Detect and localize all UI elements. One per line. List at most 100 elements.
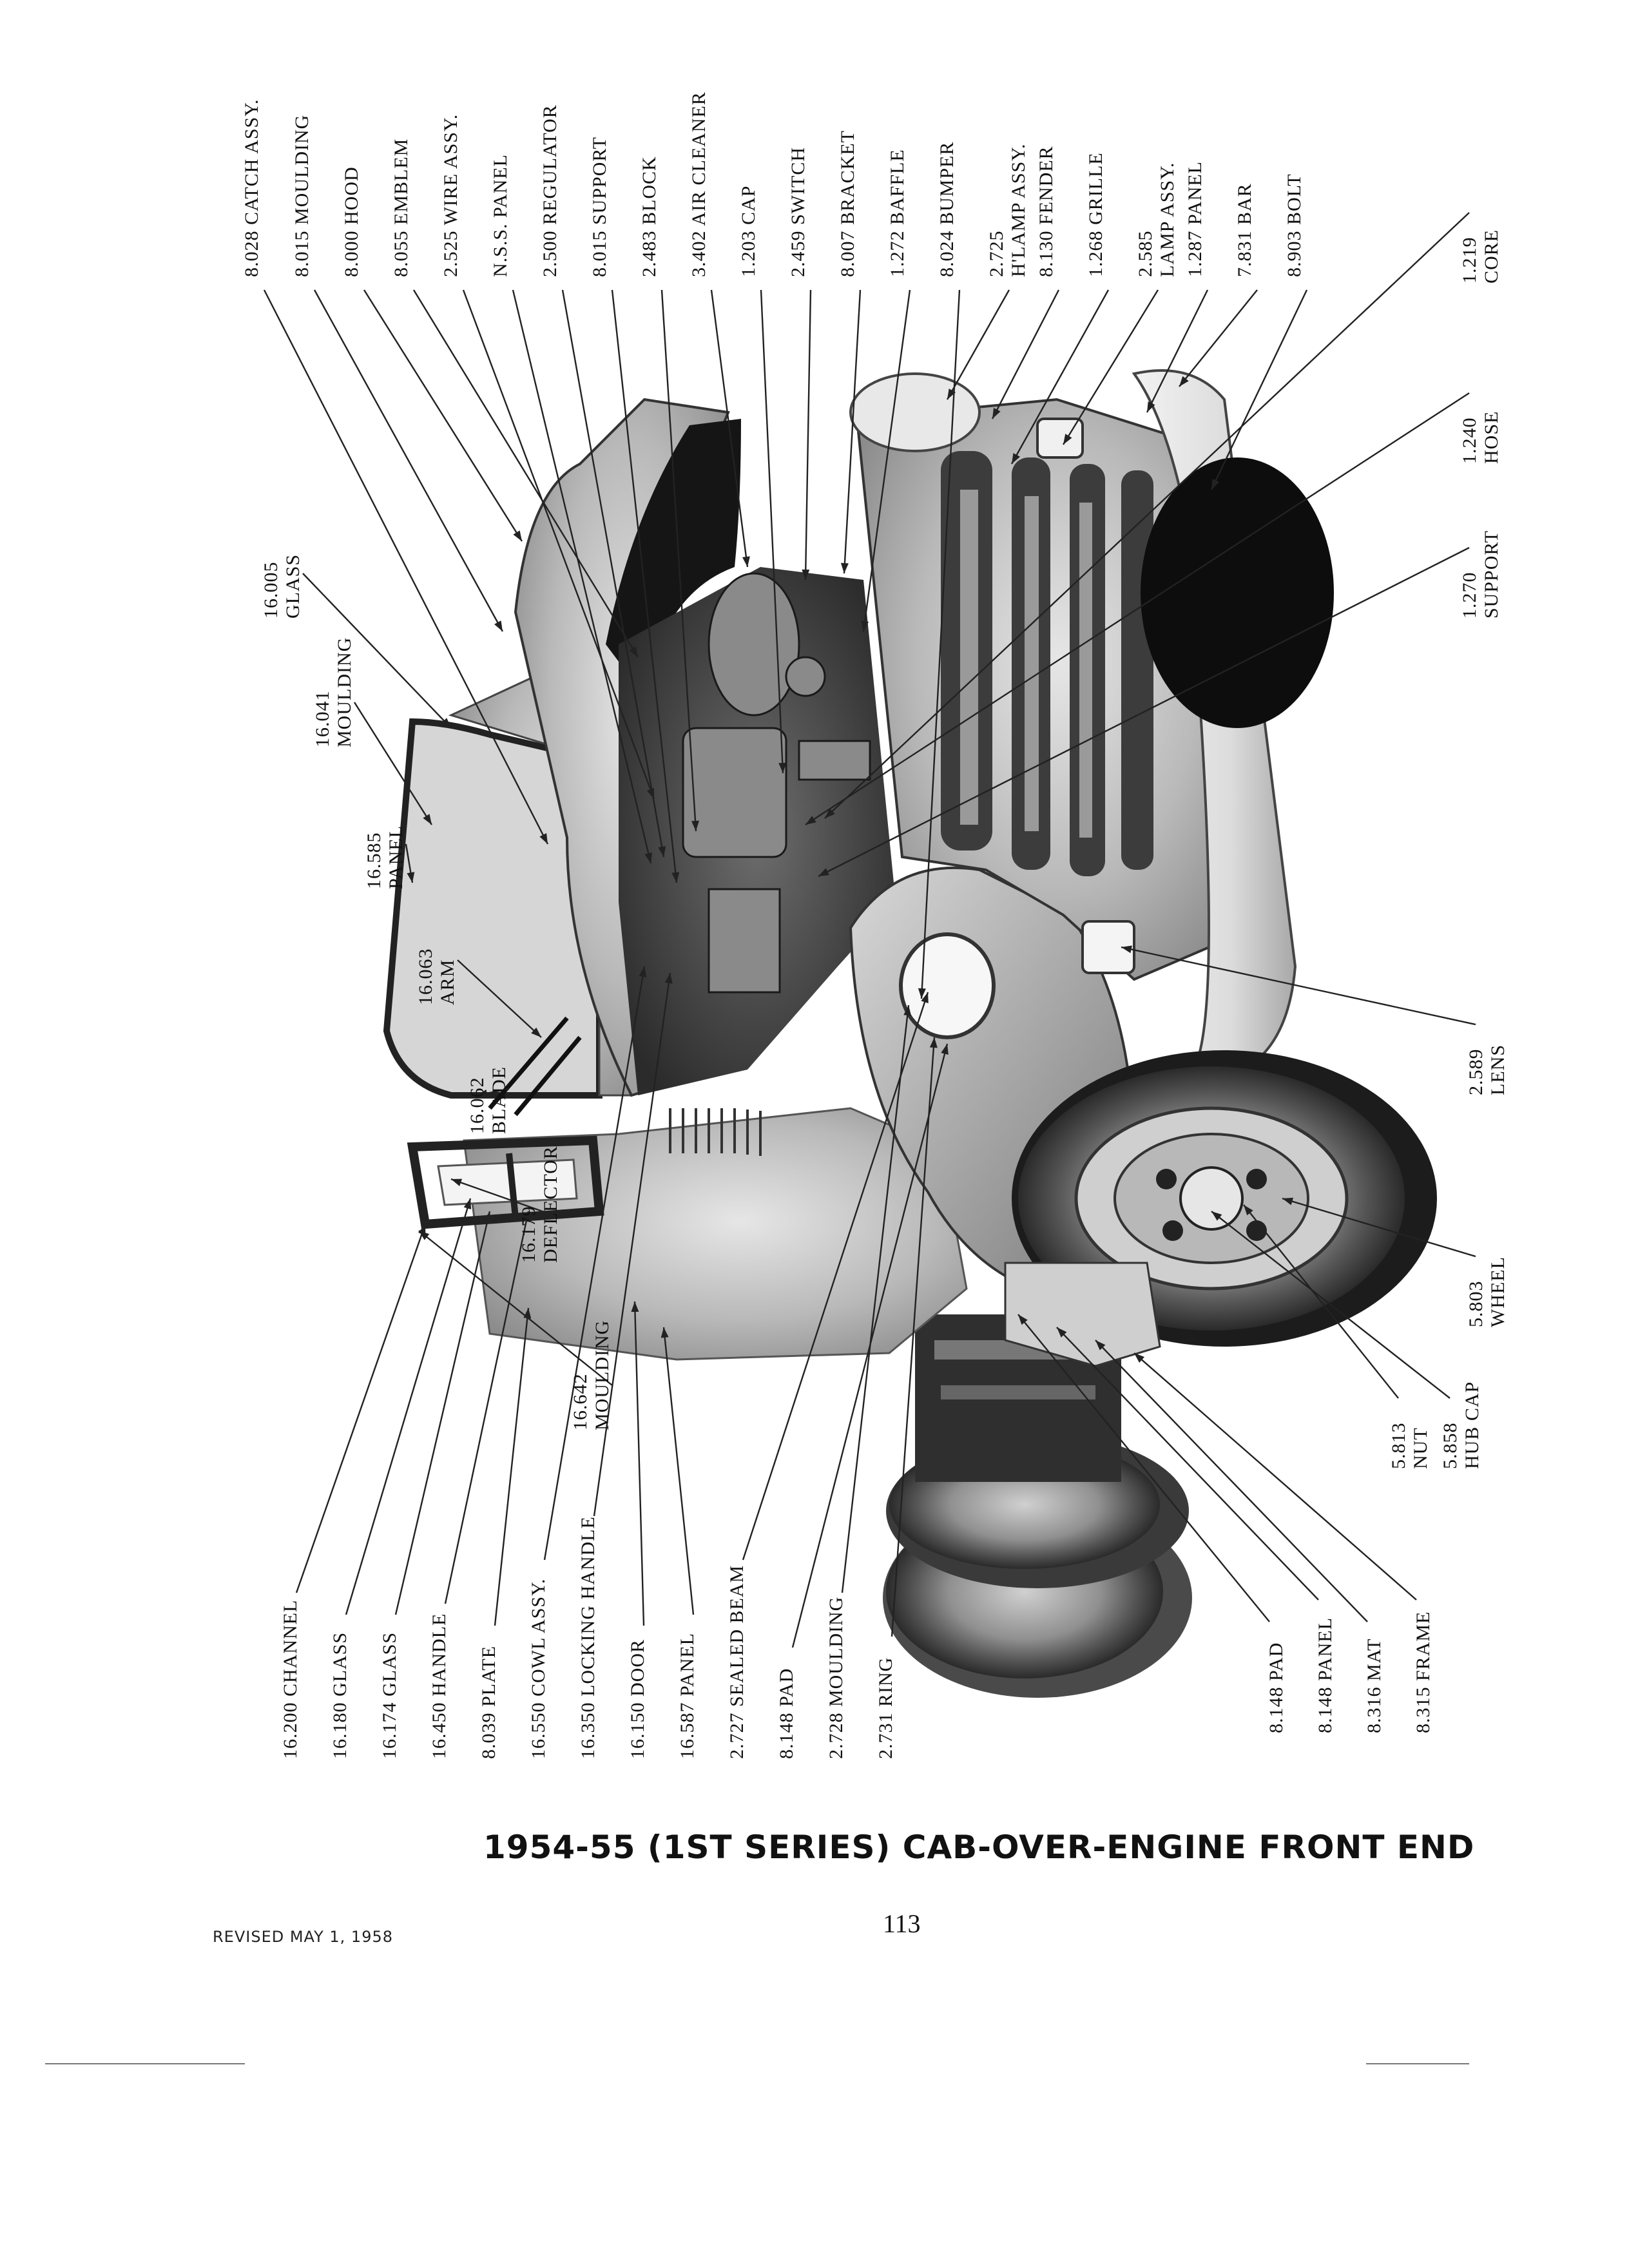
top-leader-13-arrowhead	[840, 562, 849, 573]
top-leader-7-arrowhead	[658, 846, 666, 857]
right-label-5-line-2: WHEEL	[1487, 1256, 1509, 1327]
right-leader-7-arrowhead	[1211, 1211, 1222, 1221]
left-label-7-line-2: MOULDING	[592, 1320, 613, 1430]
top-label-19-line-1: 2.585	[1135, 231, 1156, 278]
right-leader-4-arrowhead	[1121, 945, 1132, 954]
top-leader-12	[804, 289, 812, 581]
top-leader-6-arrowhead	[644, 852, 653, 863]
truck-illustration	[383, 369, 1437, 1698]
bottom-label-2: 16.180 GLASS	[329, 1632, 351, 1759]
bottom-right-leader-2-arrowhead	[1057, 1327, 1067, 1338]
top-leader-1-arrowhead	[539, 833, 548, 844]
bottom-leader-10-arrowhead	[921, 992, 929, 1004]
bottom-right-leader-4-arrowhead	[1134, 1353, 1144, 1363]
right-label-5-line-1: 5.803	[1465, 1281, 1487, 1328]
top-label-14: 1.272 BAFFLE	[887, 149, 908, 277]
wipers	[488, 1016, 582, 1117]
left-leader-6	[450, 1178, 561, 1219]
bottom-leader-1	[295, 1224, 427, 1593]
bottom-right-leader-3	[1095, 1340, 1368, 1622]
footer-rule-left	[45, 2063, 245, 2064]
top-leader-4-arrowhead	[629, 646, 638, 657]
top-leader-19-arrowhead	[1063, 434, 1072, 445]
top-leader-14	[862, 289, 911, 632]
left-leader-2-arrowhead	[423, 814, 432, 825]
top-label-5: 2.525 WIRE ASSY.	[440, 114, 461, 277]
engine-parts	[682, 572, 871, 994]
parking-lamp-lower	[1081, 920, 1135, 974]
bottom-leader-2	[345, 1198, 472, 1615]
right-label-1-line-1: 1.219	[1459, 237, 1480, 284]
top-label-11: 1.203 CAP	[738, 186, 759, 277]
parking-lamp-upper	[1036, 418, 1084, 459]
bottom-label-5: 8.039 PLATE	[478, 1646, 499, 1759]
bottom-leader-8-arrowhead	[631, 1302, 639, 1312]
left-leader-6-arrowhead	[451, 1178, 463, 1186]
bottom-label-12: 2.728 MOULDING	[825, 1597, 847, 1759]
bottom-leader-9	[662, 1327, 695, 1615]
bottom-leader-5-arrowhead	[523, 1308, 532, 1319]
top-leader-14-arrowhead	[861, 620, 869, 631]
top-leader-22	[1210, 289, 1308, 490]
left-leader-4-arrowhead	[531, 1027, 541, 1037]
left-label-4-line-2: ARM	[437, 959, 458, 1005]
grille	[941, 451, 1153, 876]
top-leader-21	[1179, 289, 1258, 387]
bottom-leader-4-arrowhead	[522, 1211, 530, 1222]
left-label-7-line-1: 16.642	[570, 1374, 591, 1431]
bottom-right-leader-1	[1017, 1314, 1270, 1622]
top-leader-9-arrowhead	[691, 820, 699, 831]
left-leader-2	[353, 702, 433, 825]
bottom-leader-11-arrowhead	[941, 1044, 949, 1055]
bottom-label-4: 16.450 HANDLE	[429, 1613, 450, 1759]
top-label-10: 3.402 AIR CLEANER	[688, 91, 709, 277]
bottom-leader-3	[394, 1211, 491, 1615]
bottom-label-3: 16.174 GLASS	[379, 1632, 400, 1759]
right-label-6-line-2: NUT	[1410, 1427, 1431, 1469]
top-leader-13	[843, 289, 862, 574]
left-label-2-line-1: 16.041	[312, 691, 333, 748]
top-leader-17	[991, 289, 1060, 419]
right-leader-2	[805, 392, 1470, 826]
top-leader-18	[1010, 289, 1110, 465]
right-label-2-line-1: 1.240	[1459, 418, 1480, 465]
headlamp	[899, 932, 996, 1039]
top-leader-8	[611, 289, 678, 883]
top-leader-16	[946, 289, 1010, 400]
top-leader-20	[1146, 289, 1209, 413]
bottom-leader-12	[841, 1004, 910, 1593]
bottom-leader-9-arrowhead	[660, 1327, 669, 1338]
top-label-3: 8.000 HOOD	[341, 166, 362, 277]
right-label-3-line-1: 1.270	[1459, 572, 1480, 619]
top-label-22: 8.903 BOLT	[1284, 173, 1305, 277]
figure-caption: 1954-55 (1ST SERIES) CAB-OVER-ENGINE FRO…	[483, 1829, 1475, 1866]
left-leader-1-arrowhead	[441, 718, 451, 728]
left-label-4-line-1: 16.063	[415, 948, 436, 1006]
bottom-label-6: 16.550 COWL ASSY.	[528, 1579, 549, 1759]
top-leader-22-arrowhead	[1211, 478, 1220, 490]
bottom-leader-3-arrowhead	[483, 1211, 492, 1222]
right-label-6-line-1: 5.813	[1388, 1423, 1409, 1470]
page-number: 113	[883, 1909, 921, 1938]
top-leader-3	[363, 289, 523, 542]
right-label-4-line-1: 2.589	[1465, 1049, 1487, 1096]
right-label-1-line-2: CORE	[1481, 229, 1502, 284]
top-label-2: 8.015 MOULDING	[291, 115, 313, 277]
bottom-right-label-4: 8.315 FRAME	[1412, 1611, 1434, 1733]
bottom-right-label-2: 8.148 PANEL	[1315, 1617, 1336, 1733]
bottom-right-label-1: 8.148 PAD	[1266, 1642, 1287, 1733]
right-label-3-line-2: SUPPORT	[1481, 530, 1502, 619]
left-label-1-line-2: GLASS	[282, 554, 304, 619]
top-label-9: 2.483 BLOCK	[639, 156, 660, 277]
bottom-leader-6-arrowhead	[639, 966, 647, 977]
top-label-16-line-2: H'LAMP ASSY.	[1008, 144, 1029, 277]
top-label-4: 8.055 EMBLEM	[390, 139, 412, 277]
right-leader-3	[818, 546, 1470, 878]
left-label-5-line-2: BLADE	[488, 1066, 510, 1134]
bottom-leader-1-arrowhead	[418, 1224, 426, 1236]
left-label-3-line-1: 16.585	[363, 832, 385, 890]
top-leader-19	[1062, 289, 1159, 445]
left-label-6-line-1: 16.179	[518, 1206, 539, 1264]
top-leader-16-arrowhead	[947, 389, 956, 399]
top-leader-2-arrowhead	[494, 620, 503, 631]
